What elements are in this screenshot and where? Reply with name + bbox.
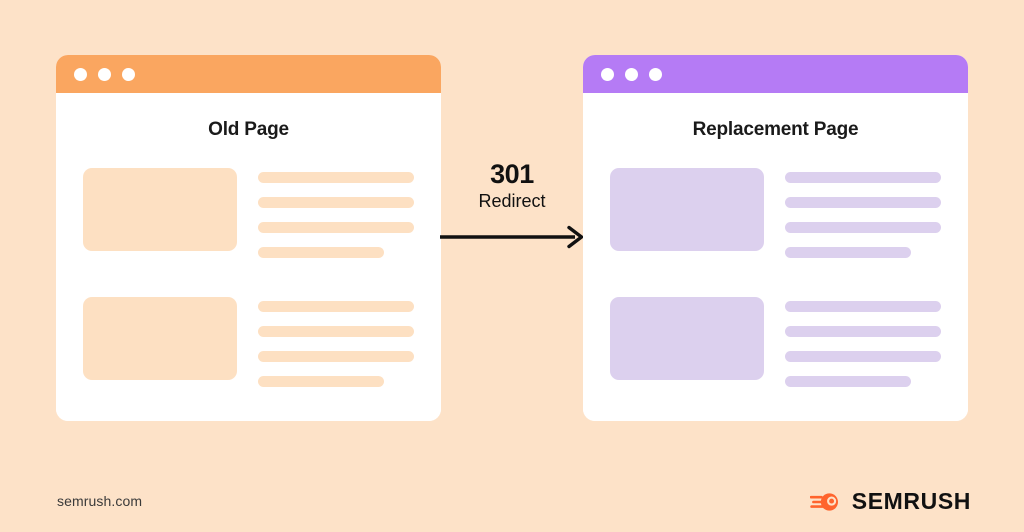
page-body-replacement-page: Replacement Page [583, 93, 968, 421]
window-dot-close-icon [74, 67, 87, 81]
text-placeholder-line [785, 221, 941, 233]
text-placeholder-line [258, 171, 414, 183]
page-body-old-page: Old Page [56, 93, 441, 421]
content-block [610, 167, 941, 258]
text-placeholder-line [258, 221, 414, 233]
text-placeholder-group [258, 297, 414, 387]
image-placeholder [610, 167, 764, 251]
window-dot-minimize-icon [625, 67, 638, 81]
text-placeholder-line [258, 375, 385, 387]
content-block [83, 296, 414, 387]
redirect-status-code: 301 [490, 159, 534, 189]
text-placeholder-line [785, 246, 912, 258]
text-placeholder-line [785, 171, 941, 183]
text-placeholder-line [258, 325, 414, 337]
text-placeholder-line [785, 325, 941, 337]
window-dot-close-icon [601, 67, 614, 81]
text-placeholder-line [258, 196, 414, 208]
text-placeholder-line [785, 350, 941, 362]
text-placeholder-line [258, 246, 385, 258]
text-placeholder-line [785, 375, 912, 387]
content-block [610, 296, 941, 387]
semrush-comet-icon [809, 490, 841, 514]
site-url-text: semrush.com [57, 493, 143, 509]
text-placeholder-group [258, 168, 414, 258]
window-dot-maximize-icon [649, 67, 662, 81]
page-title-replacement-page: Replacement Page [692, 119, 859, 140]
browser-window-old-page: Old Page [56, 55, 441, 421]
text-placeholder-line [785, 196, 941, 208]
image-placeholder [83, 296, 237, 380]
text-placeholder-group [785, 168, 941, 258]
window-dot-maximize-icon [122, 67, 135, 81]
arrow-right-icon [439, 225, 585, 249]
semrush-wordmark: SEMRUSH [851, 488, 971, 514]
titlebar-replacement-page [583, 55, 968, 93]
window-dot-minimize-icon [98, 67, 111, 81]
text-placeholder-line [785, 300, 941, 312]
page-title-old-page: Old Page [208, 119, 289, 140]
semrush-logo: SEMRUSH [809, 488, 971, 515]
redirect-label: Redirect [478, 191, 546, 212]
redirect-label-group: 301 Redirect [440, 160, 584, 214]
text-placeholder-group [785, 297, 941, 387]
text-placeholder-line [258, 350, 414, 362]
titlebar-old-page [56, 55, 441, 93]
image-placeholder [610, 296, 764, 380]
content-block [83, 167, 414, 258]
text-placeholder-line [258, 300, 414, 312]
browser-window-replacement-page: Replacement Page [583, 55, 968, 421]
image-placeholder [83, 167, 237, 251]
